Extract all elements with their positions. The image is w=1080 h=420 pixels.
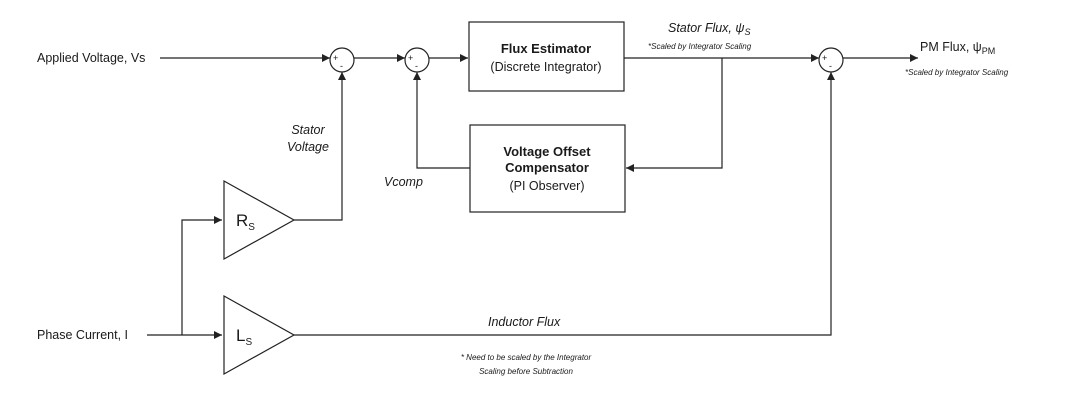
vcomp-label: Vcomp bbox=[384, 175, 423, 189]
summing-junction-2: + - bbox=[404, 47, 430, 73]
wire-vcomp bbox=[413, 72, 470, 169]
svg-text:-: - bbox=[340, 61, 343, 71]
pm-flux-label: PM Flux, ψPM bbox=[920, 40, 995, 56]
flux-estimator-subtitle: (Discrete Integrator) bbox=[490, 60, 601, 74]
svg-text:+: + bbox=[408, 53, 413, 63]
stator-flux-note: *Scaled by Integrator Scaling bbox=[648, 42, 752, 51]
svg-text:-: - bbox=[415, 61, 418, 71]
svg-text:-: - bbox=[829, 61, 832, 71]
flux-estimator-title: Flux Estimator bbox=[501, 41, 591, 56]
phase-current-label: Phase Current, I bbox=[37, 328, 128, 342]
wire-inductor-flux bbox=[294, 72, 835, 336]
pm-flux-note: *Scaled by Integrator Scaling bbox=[905, 68, 1009, 77]
compensator-subtitle: (PI Observer) bbox=[509, 179, 584, 193]
inductor-note-line1: * Need to be scaled by the Integrator bbox=[461, 353, 592, 362]
compensator-title-line1: Voltage Offset bbox=[503, 144, 591, 159]
wire-flux-feedback bbox=[626, 58, 723, 172]
stator-flux-label: Stator Flux, ψS bbox=[668, 21, 751, 37]
svg-text:+: + bbox=[822, 53, 827, 63]
inductor-flux-label: Inductor Flux bbox=[488, 315, 561, 329]
flux-estimator-block: Flux Estimator (Discrete Integrator) bbox=[468, 21, 625, 92]
wire-current-to-rs bbox=[181, 216, 222, 335]
stator-voltage-label-line1: Stator bbox=[291, 123, 325, 137]
wire-stator-voltage bbox=[294, 72, 346, 221]
gain-rs-label: RS bbox=[236, 211, 255, 233]
gain-rs-block: RS bbox=[223, 179, 296, 261]
applied-voltage-label: Applied Voltage, Vs bbox=[37, 51, 145, 65]
svg-text:+: + bbox=[333, 53, 338, 63]
voltage-offset-compensator-block: Voltage Offset Compensator (PI Observer) bbox=[469, 124, 626, 213]
signal-wires bbox=[147, 54, 918, 339]
inductor-note-line2: Scaling before Subtraction bbox=[479, 367, 573, 376]
compensator-title-line2: Compensator bbox=[505, 160, 589, 175]
summing-junction-3: + - bbox=[818, 47, 844, 73]
stator-voltage-label-line2: Voltage bbox=[287, 140, 329, 154]
gain-ls-label: LS bbox=[236, 326, 252, 348]
gain-ls-block: LS bbox=[223, 294, 296, 376]
summing-junction-1: + - bbox=[329, 47, 355, 73]
